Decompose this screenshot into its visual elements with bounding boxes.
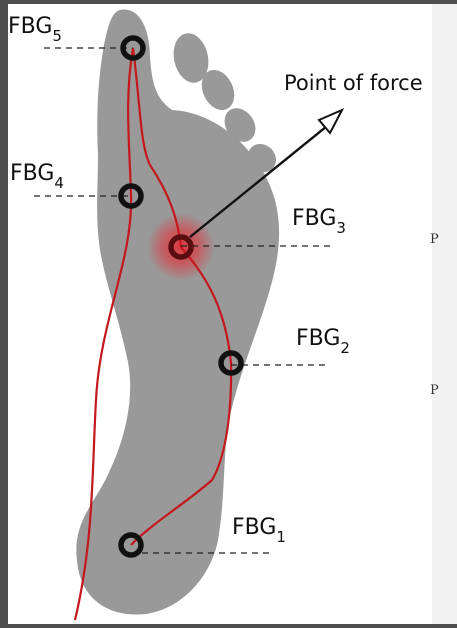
side-mark-p-2: P: [430, 383, 439, 398]
right-page-strip: [432, 4, 457, 624]
point-of-force-label: Point of force: [284, 71, 423, 95]
side-mark-p-1: P: [430, 232, 439, 247]
